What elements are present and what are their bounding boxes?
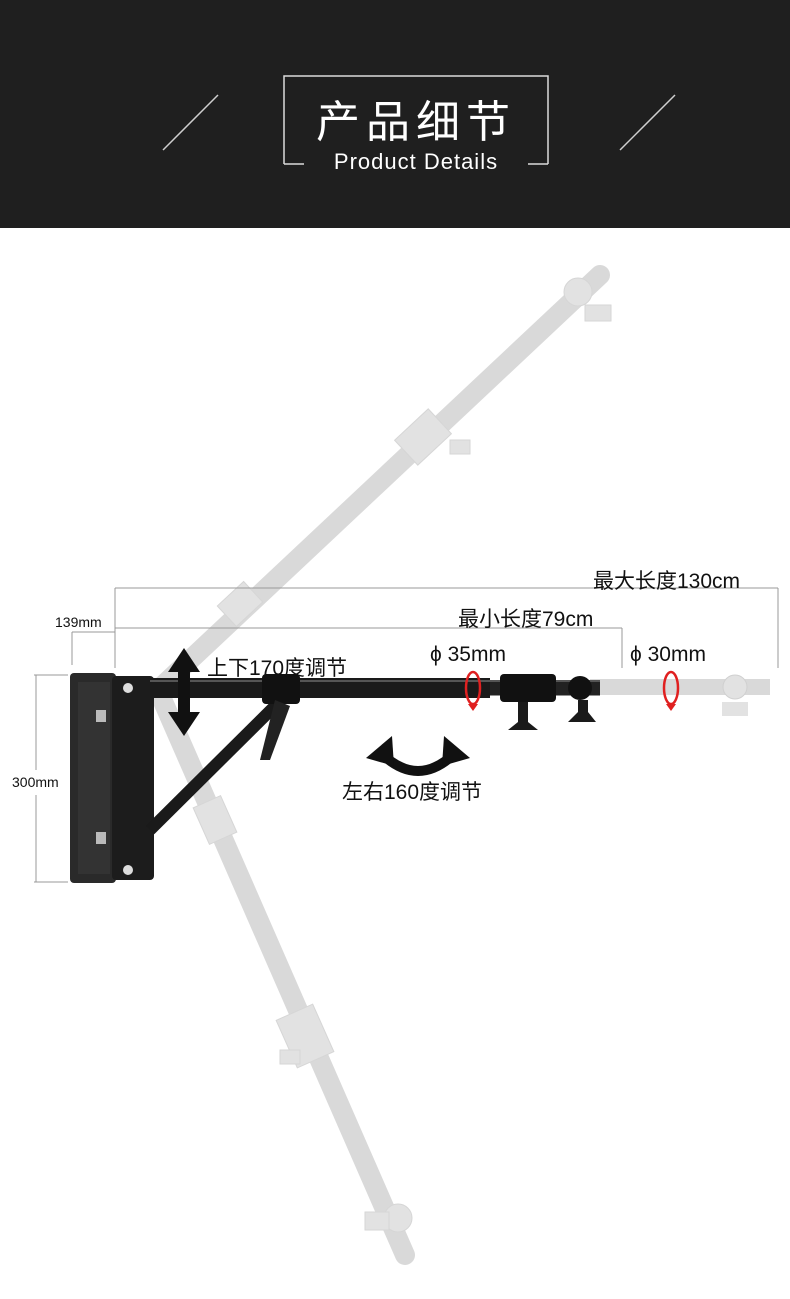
height-label: 300mm (12, 774, 59, 790)
max-length-label: 最大长度130cm (593, 570, 741, 593)
ghost-arm-lowered (148, 680, 415, 1265)
dimension-lines (34, 587, 779, 883)
header-banner: 产品细节 Product Details (0, 0, 790, 228)
header-title-frame: 产品细节 Product Details (284, 76, 548, 174)
horizontal-adjust-label: 左右160度调节 (342, 781, 483, 804)
horizontal-adjust-arrow (366, 736, 470, 776)
tube-small-label: ϕ 30mm (630, 643, 706, 666)
vertical-adjust-arrow (168, 648, 200, 736)
tube-large-label: ϕ 35mm (430, 643, 506, 666)
main-arm (145, 674, 600, 835)
wall-bracket (70, 673, 154, 883)
depth-label: 139mm (55, 614, 102, 630)
min-length-label: 最小长度79cm (458, 608, 594, 631)
vertical-adjust-label: 上下170度调节 (207, 657, 348, 680)
ghost-extension (590, 674, 770, 716)
rotation-markers (464, 670, 680, 711)
ghost-arm-raised (148, 265, 612, 700)
header-title-cn: 产品细节 (316, 97, 516, 148)
header-title-en: Product Details (333, 149, 499, 174)
header-decoration (162, 75, 676, 165)
